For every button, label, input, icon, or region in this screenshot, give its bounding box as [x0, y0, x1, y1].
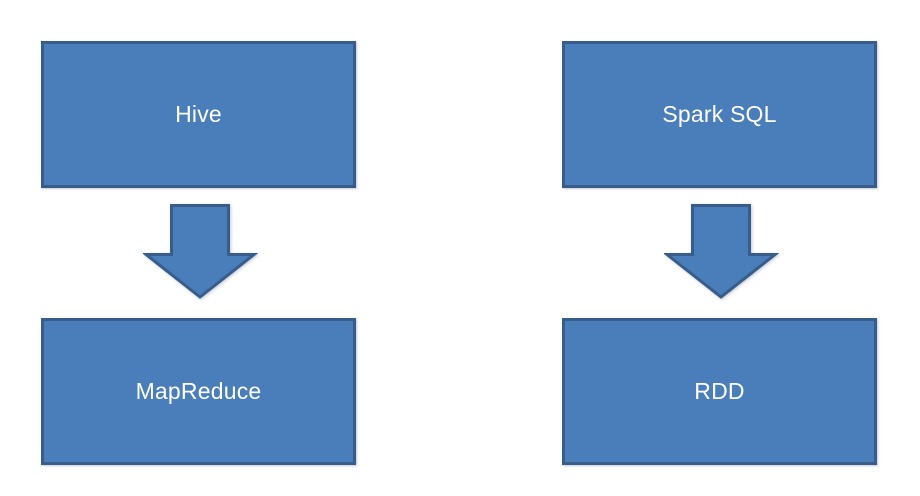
node-hive[interactable]: Hive [41, 41, 356, 188]
node-rdd[interactable]: RDD [562, 318, 877, 465]
down-arrow-icon-left [143, 200, 263, 300]
node-mapreduce[interactable]: MapReduce [41, 318, 356, 465]
node-spark-sql[interactable]: Spark SQL [562, 41, 877, 188]
node-hive-label: Hive [175, 101, 222, 127]
node-mapreduce-label: MapReduce [135, 378, 262, 404]
node-spark-sql-label: Spark SQL [662, 101, 777, 127]
down-arrow-icon-right [664, 200, 784, 300]
node-rdd-label: RDD [694, 378, 745, 404]
